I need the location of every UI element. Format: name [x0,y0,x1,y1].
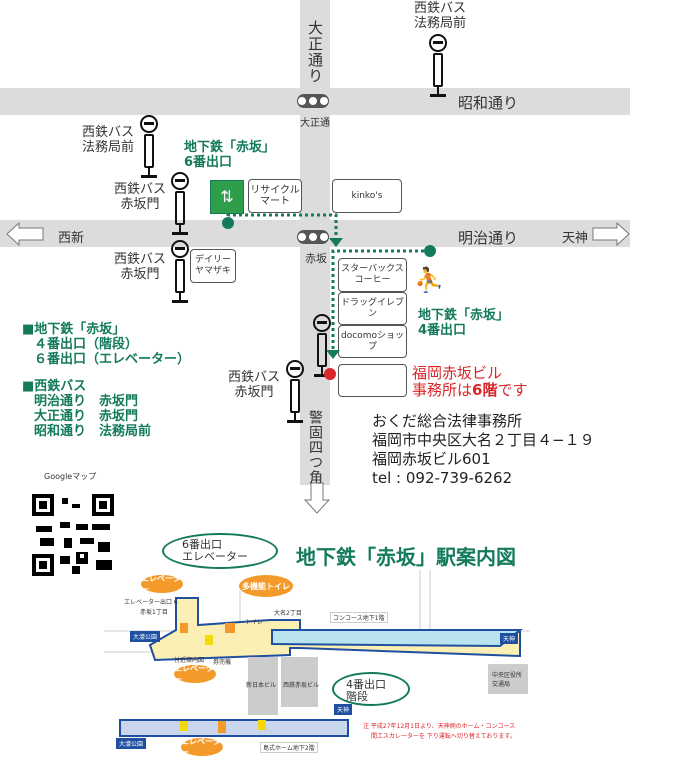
akasaka1-label: 赤坂1丁目 [140,609,168,616]
bubble-exit6: 6番出口 エレベーター [162,533,278,569]
arrow-right-icon [592,222,630,246]
station-map-title: 地下鉄「赤坂」駅案内図 [296,545,516,569]
daimyo2-label: 大名2丁目 [274,610,302,617]
office-tel: tel : 092-739-6262 [372,469,513,487]
ohori-direction: 大濠公園 [116,738,147,749]
tenjin-direction: 天神 [500,633,519,644]
meiji-road-label: 明治通り [458,229,519,247]
fukuoka-akasaka-building [338,364,407,397]
ohori-direction: 大濠公園 [130,631,161,642]
exit4-label: 地下鉄「赤坂」 4番出口 [418,308,510,338]
akasaka-intersection-label: 赤坂 [305,252,327,265]
bubble-exit4: 4番出口 階段 [332,672,410,706]
concourse-label: コンコース地下1階 [330,612,388,623]
escalator-note: 注 平成27年12月1日より、天神側のホーム・コンコース 間エスカレーターを 下… [363,722,516,742]
building-marker [324,368,336,380]
legend-bus-title: ■西鉄バス [22,379,87,394]
qr-label: Googleマップ [44,472,97,481]
keigo-label: 警固四つ角 [307,410,323,485]
legend-subway-1: ４番出口（階段） [34,337,139,352]
chuo-label: 中央区役所 交通局 [492,672,523,688]
guide-label: 付近案内図 [174,657,205,664]
station-diagram [104,570,530,737]
shinnihon-label: 新日本ビル [246,682,277,689]
shop-daily: デイリー ヤマザキ [190,249,236,283]
building-floor-post: です [497,381,528,399]
bus-stop-icon [170,240,190,306]
legend-bus-2: 大正通り 赤坂門 [34,409,139,424]
bus-stop-label: 西鉄バス 法務局前 [82,125,135,155]
showa-road-label: 昭和通り [458,94,519,112]
shop-recycle: リサイクル マート [248,179,302,213]
elevator-badge: エレベーター [181,737,223,757]
stairs-icon: ⛹ [414,266,444,294]
elevator-icon: ⇅ [210,180,244,214]
office-address2: 福岡赤坂ビル601 [372,450,491,468]
bus-stop-label: 西鉄バス 赤坂門 [228,370,281,400]
bus-stop-icon [170,172,190,238]
traffic-light [297,230,329,244]
taisho-intersection-label: 大正通 [300,118,330,129]
shop-docomo: docomoショップ [338,325,407,358]
bus-stop-label: 西鉄バス 赤坂門 [114,252,167,282]
access-legend: ■地下鉄「赤坂」 ４番出口（階段） ６番出口（エレベーター） ■西鉄バス 明治通… [22,322,190,439]
elevator-exit-label: エレベーター出口 6 [124,599,178,606]
legend-subway-2: ６番出口（エレベーター） [34,352,191,367]
bubble-exit4-line1: 4番出口 [346,678,386,691]
office-name: おくだ総合法律事務所 [372,412,523,430]
walking-route [226,213,430,359]
note-line1: 注 平成27年12月1日より、天神側のホーム・コンコース [363,723,516,730]
legend-subway-title: ■地下鉄「赤坂」 [22,322,126,337]
bubble-exit4-line2: 階段 [346,690,368,703]
bubble-exit6-line2: エレベーター [182,550,248,563]
elevator-badge: エレベーター [174,664,216,684]
building-floor-pre: 事務所は [412,381,473,399]
bubble-exit6-line1: 6番出口 [182,538,222,551]
toilet-label: トイレ [245,619,264,626]
legend-bus-1: 明治通り 赤坂門 [34,394,139,409]
note-line2: 間エスカレーターを 下り運転へ切り替えております。 [371,733,516,740]
bus-stop-icon [428,34,448,100]
bus-stop-icon [139,115,159,181]
toilet-badge: 多機能トイレ [239,575,293,597]
tenjin-direction: 天神 [334,704,353,715]
arrow-down-icon [304,482,330,514]
exit4-marker [424,245,436,257]
shop-drug: ドラッグイレブン [338,292,407,325]
traffic-light [297,94,329,108]
building-floor: 6階 [472,381,498,399]
bus-stop-label: 西鉄バス 法務局前 [414,1,467,31]
building-name: 福岡赤坂ビル [412,364,503,382]
bus-stop-icon [285,360,305,426]
building-note: 福岡赤坂ビル 事務所は6階です [412,365,527,399]
nishitetsu-label: 西鉄赤坂ビル [283,682,320,689]
platform-label: 島式ホーム地下2階 [260,742,318,753]
office-address1: 福岡市中央区大名２丁目４−１９ [372,431,595,449]
qr-code[interactable] [32,494,114,576]
nishijin-label: 西新 [58,231,85,246]
ticket-label: 券売機 [213,659,232,666]
taisho-road-label: 大正通り [306,20,324,84]
elevator-badge: エレベーター [141,574,183,594]
exit6-marker [222,217,234,229]
exit6-label: 地下鉄「赤坂」 6番出口 [184,140,276,170]
office-info: おくだ総合法律事務所 福岡市中央区大名２丁目４−１９ 福岡赤坂ビル601 tel… [372,412,595,488]
bus-stop-label: 西鉄バス 赤坂門 [114,182,167,212]
legend-bus-3: 昭和通り 法務局前 [34,424,152,439]
arrow-left-icon [6,222,44,246]
shop-kinkos: kinko's [332,179,402,213]
shop-starbucks: スターバックス コーヒー [338,258,407,292]
tenjin-label: 天神 [562,231,589,246]
